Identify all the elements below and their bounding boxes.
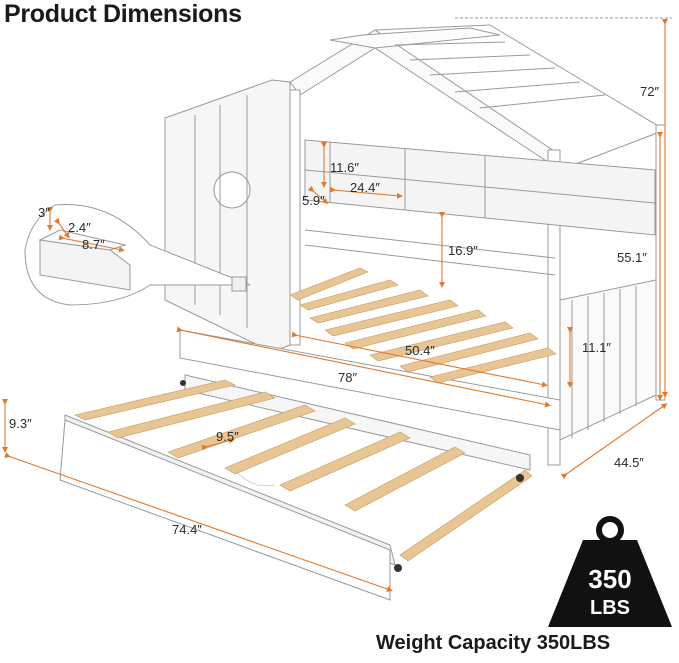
dim-rail-height: 11.1″ [582, 340, 611, 355]
dim-trundle-height: 9.3″ [9, 416, 32, 431]
dim-overall-height: 72″ [640, 84, 660, 99]
dim-side-height: 55.1″ [617, 250, 647, 265]
weight-badge-number: 350 [588, 564, 631, 594]
dim-length: 78″ [338, 370, 358, 385]
dim-hook-b: 2.4″ [68, 220, 91, 235]
dim-width: 44.5″ [614, 455, 644, 470]
dim-shelf-height: 11.6″ [330, 160, 359, 175]
dim-shelf-depth: 5.9″ [302, 193, 325, 208]
weight-capacity-caption: Weight Capacity 350LBS [376, 632, 611, 654]
dim-trundle-length: 74.4″ [172, 522, 202, 537]
dimension-lines [2, 17, 672, 592]
weight-icon [548, 540, 672, 627]
dim-inner-length: 50.4″ [405, 343, 435, 358]
dim-hook-c: 8.7″ [82, 237, 105, 252]
dim-shelf-width: 24.4″ [350, 180, 380, 195]
weight-badge: 350 LBS [548, 516, 672, 627]
dim-hook-a: 3″ [38, 205, 50, 220]
dim-under-shelf: 16.9″ [448, 243, 478, 258]
weight-badge-unit: LBS [590, 597, 630, 619]
dim-slat-gap: 9.5″ [216, 429, 239, 444]
page-title: Product Dimensions [4, 0, 242, 28]
